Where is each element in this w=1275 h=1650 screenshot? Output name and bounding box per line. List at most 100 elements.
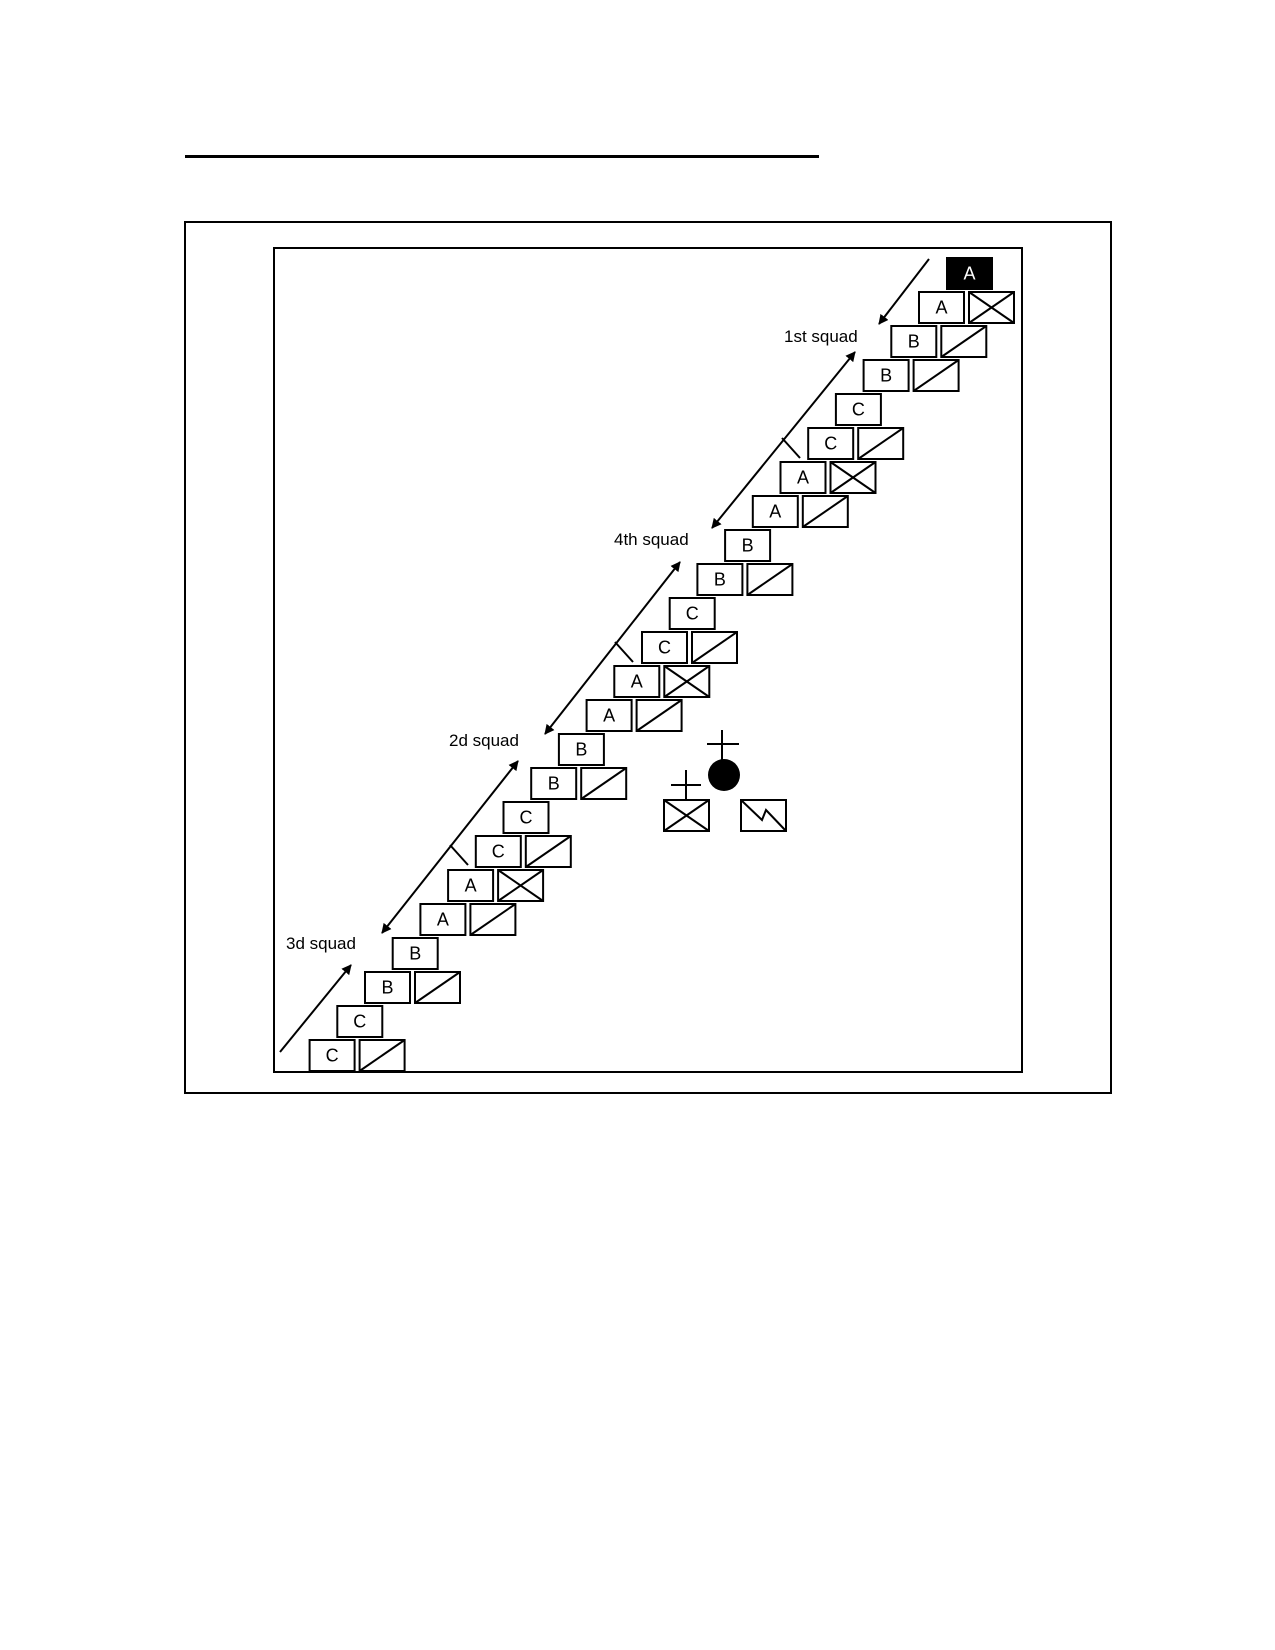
vehicle-letter-box [613,665,661,698]
slash-line [746,563,793,596]
tick-4th-squad [614,641,634,663]
vehicle: C [834,393,882,426]
slash-line [636,699,683,732]
vehicle-letter: C [326,1046,339,1066]
vehicle: C [474,835,572,868]
vehicle-letter: C [353,1012,366,1032]
slash-line [525,835,572,868]
vehicle-letter: C [852,400,865,420]
vehicle-letter: B [575,740,587,760]
vehicle-letter: A [465,876,477,896]
inner-frame [273,247,1023,1073]
lead-vehicle-letter: A [963,264,975,284]
vehicle: B [530,767,628,800]
vehicle-letter-box [308,1039,356,1072]
vehicle-letter: C [686,604,699,624]
vehicle-letter-box [474,835,522,868]
arrow-1st-squad-incoming [878,258,930,325]
tick-2d-squad [449,844,469,866]
vehicle-letter-box [336,1005,384,1038]
vehicle: C [502,801,550,834]
vehicle-letter-box [918,291,965,324]
vehicle: A [447,869,545,902]
vehicle-letter-box [447,869,495,902]
vehicle: C [641,631,738,664]
vehicle-letter: A [603,706,615,726]
vehicle-letter-box [557,733,605,766]
vehicle-letter: B [409,944,421,964]
vehicle-letter: A [769,502,781,522]
vehicle: A [419,903,517,936]
vehicle: A [779,461,877,494]
arrow-3d-squad-outgoing [279,964,352,1053]
vehicle-letter-box [696,563,744,596]
vehicle: B [862,359,960,392]
vehicle-letter: C [824,434,837,454]
vehicle: A [751,495,849,528]
vehicle-letter-box [419,903,467,936]
label-2d-squad: 2d squad [449,731,519,750]
vehicle-letter-box [890,325,938,358]
slash-line [414,971,461,1004]
vehicle-letter-box [779,461,827,494]
vehicle: B [696,563,794,596]
vehicle-letter-box [724,529,772,562]
arrow-4th-squad-span [544,561,681,735]
tick-1st-squad [781,437,801,459]
vehicle-letter: C [658,638,671,658]
vehicle-letter-box [834,393,882,426]
slash-line [940,325,987,358]
vehicle: C [308,1039,406,1072]
vehicle-letter: A [631,672,643,692]
cross-line [497,869,544,902]
slash-line [691,631,738,664]
vehicle-letter: B [908,332,920,352]
vehicle-letter-box [530,767,578,800]
vehicle-letter: A [797,468,809,488]
vehicle-letter-box [668,597,716,630]
box-with-x-and-cross-icon [663,770,710,832]
vehicle: B [364,971,461,1004]
vehicle-letter-box [502,801,550,834]
vehicle-letter-box [391,937,439,970]
lead-vehicle: A [946,257,993,290]
vehicle: B [557,733,605,766]
vehicle-letter: B [880,366,892,386]
header-rule [185,155,819,158]
vehicle-letter: B [742,536,754,556]
label-4th-squad: 4th squad [614,530,689,549]
vehicle: B [391,937,439,970]
cross-line [663,665,710,698]
vehicle: C [336,1005,384,1038]
vehicle-letter: A [935,298,947,318]
cross-line [968,291,1015,324]
vehicle-letter: B [548,774,560,794]
box-with-zigzag-icon [740,799,787,832]
label-1st-squad: 1st squad [784,327,858,346]
vehicle: A [613,665,711,698]
vehicle: B [724,529,772,562]
slash-line [857,427,904,460]
outer-frame [184,221,1112,1094]
vehicle-letter-box [862,359,910,392]
vehicle-letter: C [492,842,505,862]
vehicle-letter: A [437,910,449,930]
vehicle: A [585,699,683,732]
arrow-2d-squad-span [381,760,519,934]
vehicle: C [668,597,716,630]
vehicle-letter: C [520,808,533,828]
vehicle-letter-box [807,427,855,460]
vehicle-letter-box [751,495,799,528]
vehicle-letter-box [364,971,411,1004]
vehicle: B [890,325,988,358]
leader-dot-with-cross-icon [707,730,740,791]
slash-line [359,1039,406,1072]
vehicle-letter-box [585,699,633,732]
slash-line [913,359,960,392]
vehicle: A [918,291,1015,324]
slash-line [580,767,627,800]
cross-line [829,461,877,494]
slash-line [802,495,849,528]
